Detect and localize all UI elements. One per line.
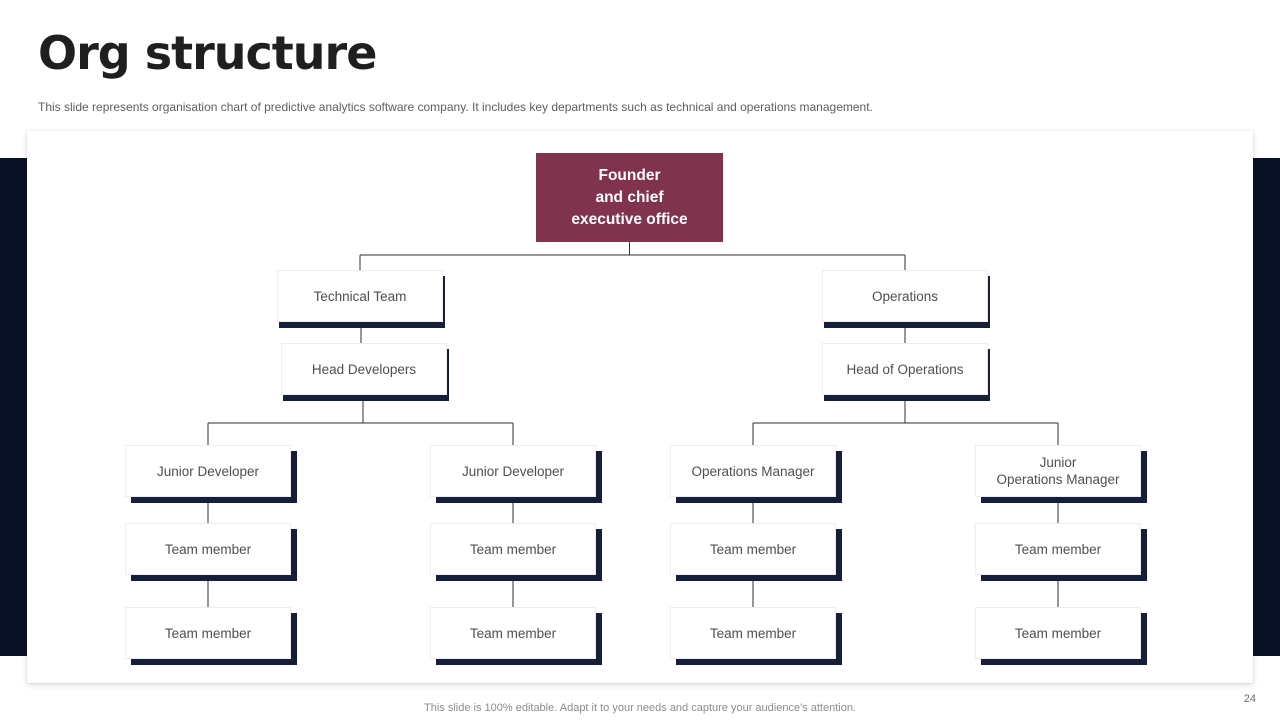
org-node-technical-team: Technical Team <box>277 270 443 322</box>
org-node-label: Operations Manager <box>996 472 1120 487</box>
org-node-team-member: Team member <box>430 523 596 575</box>
org-node-operations-manager: Operations Manager <box>670 445 836 497</box>
org-node-team-member: Team member <box>125 523 291 575</box>
org-node-founder-line: executive office <box>571 210 688 228</box>
org-node-label: Operations <box>871 288 939 304</box>
org-node-label: Team member <box>164 625 252 641</box>
org-node-label: Junior <box>1039 455 1077 470</box>
footer-note: This slide is 100% editable. Adapt it to… <box>424 702 856 714</box>
page-number: 24 <box>1243 693 1256 705</box>
org-node-label: Junior Developer <box>156 463 260 479</box>
org-node-team-member: Team member <box>430 607 596 659</box>
org-node-junior-operations-manager: Junior Operations Manager <box>975 445 1141 497</box>
org-node-label: Team member <box>1014 541 1102 557</box>
org-node-junior-developer-1: Junior Developer <box>125 445 291 497</box>
org-node-team-member: Team member <box>670 607 836 659</box>
org-node-team-member: Team member <box>670 523 836 575</box>
org-node-founder: Founder and chief executive office <box>536 153 723 242</box>
org-node-label: Team member <box>469 625 557 641</box>
org-node-label: Operations Manager <box>691 463 815 479</box>
org-node-founder-line: and chief <box>595 188 664 206</box>
org-node-label: Team member <box>164 541 252 557</box>
org-node-label: Team member <box>469 541 557 557</box>
org-node-label: Junior Developer <box>461 463 565 479</box>
org-node-label: Head Developers <box>311 361 417 377</box>
org-node-team-member: Team member <box>125 607 291 659</box>
org-node-label: Team member <box>1014 625 1102 641</box>
page-title: Org structure <box>38 26 377 80</box>
org-node-operations: Operations <box>822 270 988 322</box>
org-node-head-of-operations: Head of Operations <box>822 343 988 395</box>
org-node-label: Team member <box>709 625 797 641</box>
org-node-label: Team member <box>709 541 797 557</box>
org-node-team-member: Team member <box>975 607 1141 659</box>
org-node-junior-developer-2: Junior Developer <box>430 445 596 497</box>
org-node-label: Technical Team <box>313 288 407 304</box>
org-node-team-member: Team member <box>975 523 1141 575</box>
org-node-founder-line: Founder <box>598 166 661 184</box>
org-node-label: Head of Operations <box>846 361 964 377</box>
slide-subtitle: This slide represents organisation chart… <box>38 100 873 114</box>
org-node-head-developers: Head Developers <box>281 343 447 395</box>
